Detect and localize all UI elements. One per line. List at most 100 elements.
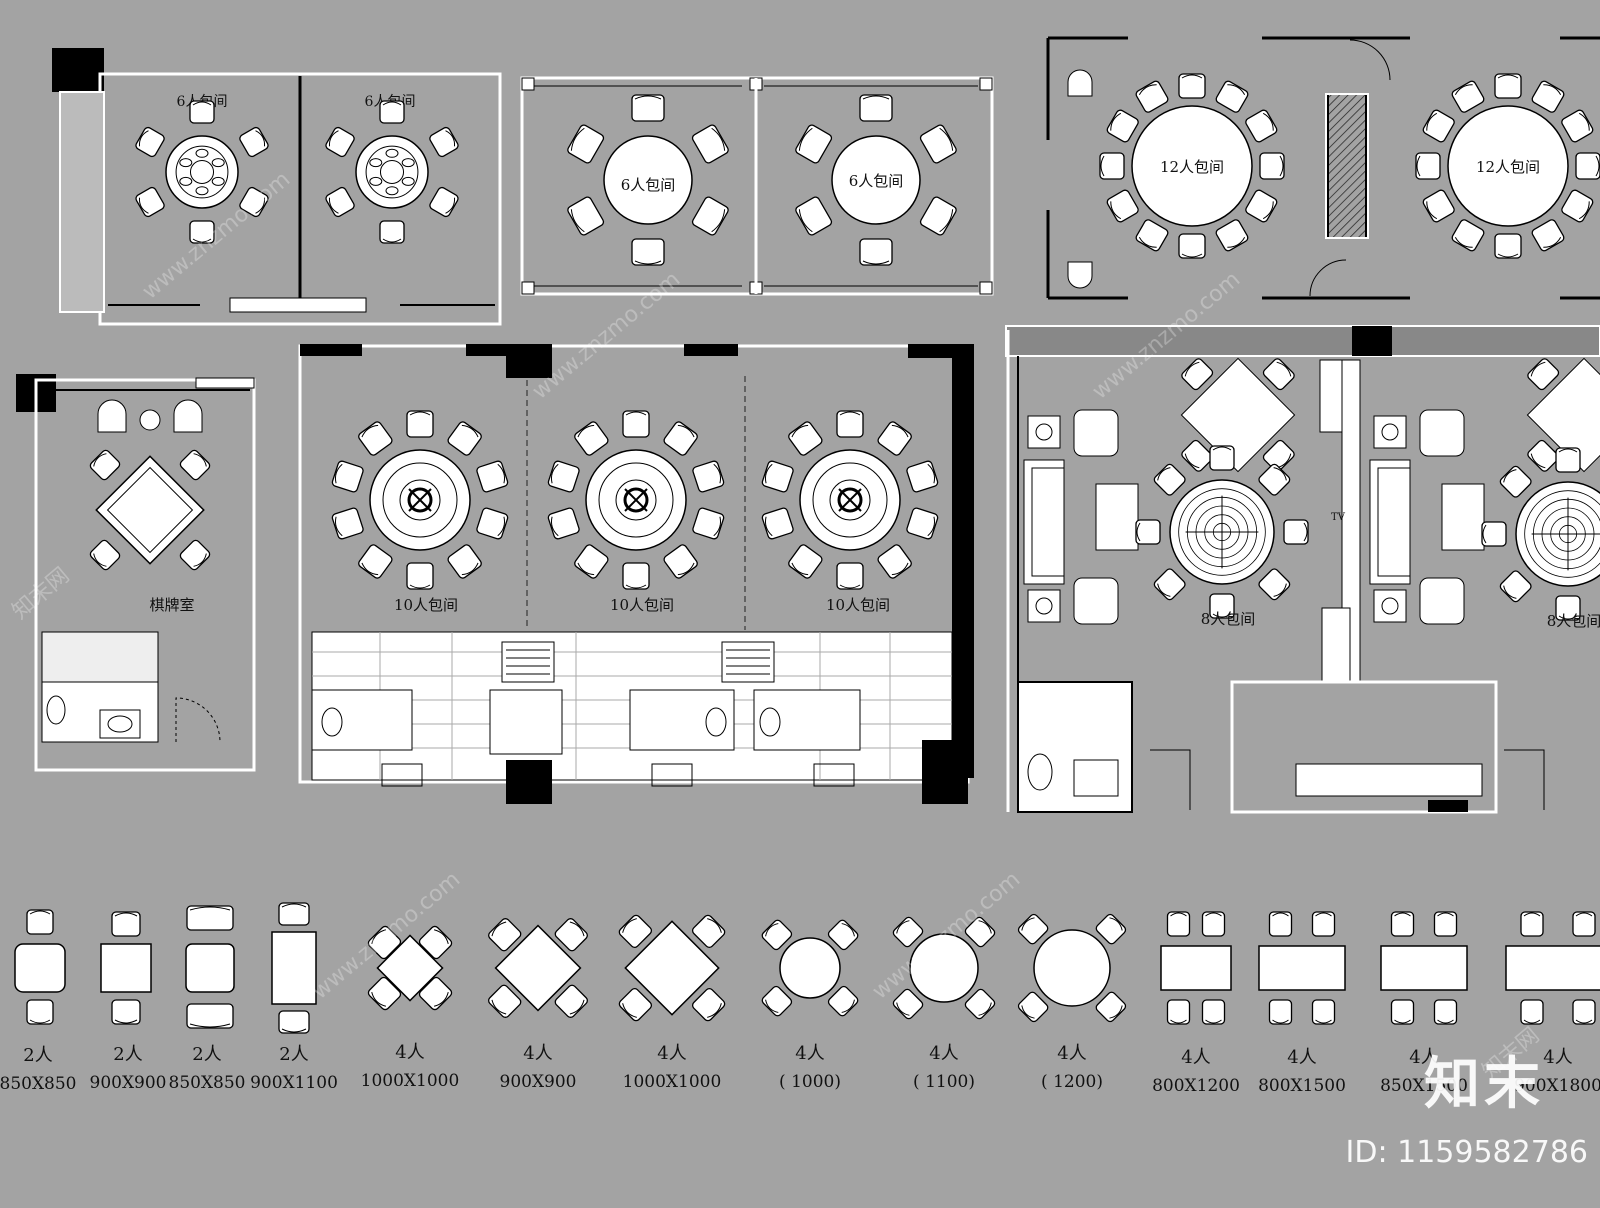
chair xyxy=(919,196,957,236)
legend-seats-8: 4人 xyxy=(795,1043,824,1064)
chair xyxy=(692,507,725,540)
chair xyxy=(1215,219,1249,252)
legend-labels: 2人 850X850 2人 900X900 2人 850X850 2人 900X… xyxy=(0,1042,1600,1096)
table-top xyxy=(165,135,239,209)
legend-size-2: 900X900 xyxy=(90,1073,167,1093)
legend-chair xyxy=(488,918,522,952)
chair xyxy=(836,562,864,590)
legend-chair xyxy=(554,984,588,1018)
legend-chair xyxy=(964,988,996,1020)
legend-size-4: 900X1100 xyxy=(250,1073,338,1093)
round-table-set xyxy=(1369,357,1600,625)
chair xyxy=(1499,570,1532,603)
legend-size-10: ( 1200) xyxy=(1041,1072,1103,1092)
legend-seats-5: 4人 xyxy=(395,1042,424,1063)
legend-table xyxy=(271,931,317,1005)
legend-chair xyxy=(418,925,453,960)
legend-chair xyxy=(488,984,522,1018)
chair xyxy=(358,544,393,579)
chair xyxy=(89,449,121,481)
room-block-chess: 棋牌室 xyxy=(16,374,256,772)
round-table-set xyxy=(761,410,939,590)
chair xyxy=(1178,73,1206,99)
chair xyxy=(795,124,833,164)
legend-table xyxy=(1033,929,1111,1007)
chair xyxy=(1181,439,1214,472)
legend-seats-2: 2人 xyxy=(113,1044,142,1065)
chair xyxy=(239,186,269,218)
chair xyxy=(622,562,650,590)
chair xyxy=(836,410,864,438)
tv-label: TV xyxy=(1331,512,1346,523)
legend-table xyxy=(1258,945,1346,991)
chair xyxy=(1106,109,1139,143)
chair xyxy=(877,421,912,456)
armchairs xyxy=(97,399,203,433)
legend-table xyxy=(1160,945,1232,991)
chair xyxy=(189,220,215,244)
round-table-set xyxy=(567,94,729,266)
chair xyxy=(1499,465,1532,498)
chair xyxy=(1135,219,1169,252)
legend-chair xyxy=(1268,999,1293,1025)
legend-chair xyxy=(367,976,402,1011)
legend-size-9: ( 1100) xyxy=(913,1072,975,1092)
legend-chair xyxy=(186,1003,234,1029)
legend-table xyxy=(624,920,720,1016)
legend-table xyxy=(494,924,582,1012)
chair xyxy=(379,220,405,244)
legend-chair xyxy=(1201,911,1226,937)
round-table-set xyxy=(1023,357,1309,625)
chair xyxy=(1245,189,1278,223)
chair xyxy=(567,124,605,164)
table-top xyxy=(355,135,429,209)
legend-chair xyxy=(1095,913,1127,945)
chair xyxy=(331,460,364,493)
legend-chair xyxy=(964,916,996,948)
chair xyxy=(1283,519,1309,545)
chair xyxy=(179,539,211,571)
chair xyxy=(135,186,165,218)
chair xyxy=(919,124,957,164)
legend-table xyxy=(100,943,152,993)
chair xyxy=(1415,152,1441,180)
legend-chair xyxy=(1166,911,1191,937)
chair xyxy=(1245,109,1278,143)
chair xyxy=(406,410,434,438)
legend-chair xyxy=(278,902,310,926)
chair xyxy=(663,544,698,579)
chair xyxy=(447,421,482,456)
round-table-set xyxy=(325,100,459,244)
legend-chair xyxy=(1201,999,1226,1025)
chair xyxy=(1135,80,1169,113)
watermark-logo: 知末 xyxy=(1424,1052,1544,1117)
chair xyxy=(1494,73,1522,99)
legend-table xyxy=(909,933,979,1003)
chair xyxy=(574,544,609,579)
legend-chair xyxy=(1166,999,1191,1025)
chair xyxy=(547,507,580,540)
legend-chair xyxy=(691,987,726,1022)
chair xyxy=(1555,595,1581,621)
room-label-12b: 12人包间 xyxy=(1476,158,1540,176)
chair xyxy=(239,126,269,158)
legend-table xyxy=(14,943,66,993)
room-block-6-person-pair-2: 6人包间 6人包间 xyxy=(520,76,994,296)
chair xyxy=(567,196,605,236)
legend-chair xyxy=(26,909,54,935)
round-table-set xyxy=(1099,73,1285,259)
chair xyxy=(189,100,215,124)
legend-chair xyxy=(1572,911,1596,937)
chair xyxy=(631,238,665,266)
room-label-6d: 6人包间 xyxy=(849,172,904,190)
legend-chair xyxy=(761,985,793,1017)
legend-chair xyxy=(761,919,793,951)
legend-chair xyxy=(1390,911,1415,937)
chair xyxy=(1527,439,1560,472)
watermark-site-2: www.znzmo.com xyxy=(528,267,685,405)
chair xyxy=(1531,80,1565,113)
chair xyxy=(1494,233,1522,259)
legend-chair xyxy=(1520,911,1544,937)
chair xyxy=(1153,463,1186,496)
chair xyxy=(325,126,355,158)
